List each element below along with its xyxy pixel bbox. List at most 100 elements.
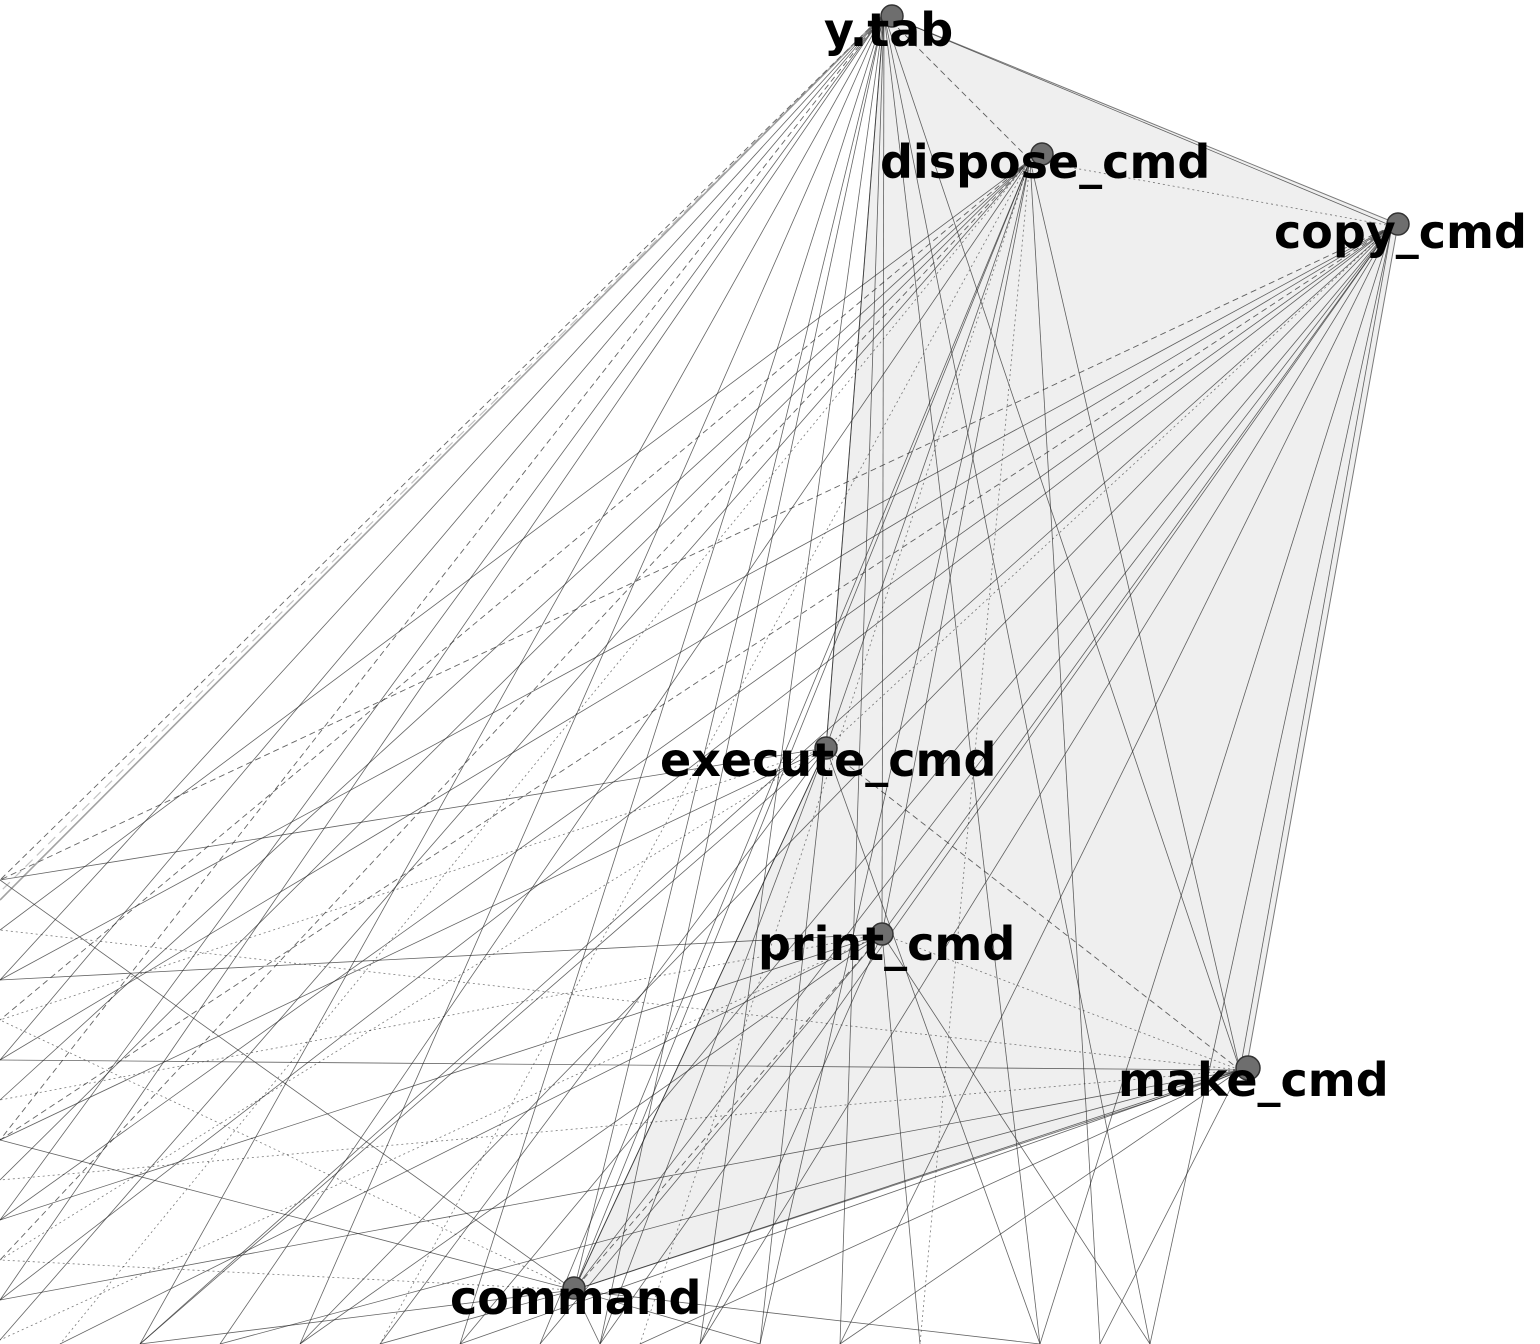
node-dispose-cmd[interactable]: dispose_cmd (880, 135, 1210, 189)
graph-edge (839, 13, 885, 1344)
graph-edge (573, 1289, 761, 1344)
node-print-cmd[interactable]: print_cmd (758, 917, 1015, 971)
graph-edge (0, 747, 827, 1021)
graph-edge (573, 1069, 1241, 1291)
graph-edge (1029, 159, 1101, 1344)
node-make-cmd[interactable]: make_cmd (1118, 1053, 1389, 1107)
graph-edge (839, 1069, 1241, 1344)
graph-edge (0, 159, 1031, 1261)
node-execute-cmd-marker (814, 736, 838, 760)
graph-edge (0, 13, 885, 1061)
graph-edge (379, 159, 1031, 1344)
graph-edge (573, 159, 1031, 1291)
graph-edge (0, 933, 883, 1341)
graph-edge (881, 225, 1393, 935)
graph-edge (379, 1289, 575, 1344)
node-copy-cmd-marker (1386, 212, 1410, 236)
node-copy-cmd[interactable]: copy_cmd (1274, 205, 1527, 259)
graph-edge (0, 13, 885, 901)
node-make-cmd-marker (1235, 1055, 1261, 1081)
graph-edge (883, 13, 1241, 1071)
graph-edge (573, 1289, 601, 1344)
graph-edge (0, 879, 575, 1291)
graph-edge (699, 225, 1393, 1344)
graph-edge (0, 747, 827, 881)
graph-edge (883, 13, 1031, 161)
graph-edge (881, 933, 921, 1344)
node-layer: y.tab dispose_cmd copy_cmd execute_cmd p… (450, 3, 1527, 1325)
graph-edge (881, 159, 1031, 935)
graph-edge (0, 13, 885, 881)
graph-edge (1039, 225, 1393, 1344)
graph-edge (0, 933, 883, 981)
graph-edge (1149, 225, 1393, 1344)
graph-edge (299, 225, 1393, 1344)
node-command-label: command (450, 1271, 701, 1325)
graph-edge (219, 1069, 1241, 1344)
node-copy-cmd-label: copy_cmd (1274, 205, 1527, 259)
graph-edge (459, 1069, 1241, 1344)
graph-edge (0, 225, 1393, 981)
node-ytab[interactable]: y.tab (824, 3, 953, 57)
graph-edge (699, 933, 883, 1344)
graph-edge (825, 747, 1241, 1071)
graph-edge (573, 13, 885, 1291)
node-command[interactable]: command (450, 1271, 701, 1325)
node-command-marker (562, 1276, 586, 1300)
graph-edge (599, 13, 885, 1344)
graph-edge (599, 747, 827, 1344)
graph-edge (839, 225, 1393, 1344)
node-ytab-label: y.tab (824, 3, 953, 57)
graph-edge (0, 1059, 1241, 1071)
graph-edge (0, 1019, 575, 1291)
graph-edge (825, 159, 1031, 749)
graph-edge (0, 159, 1031, 1181)
graph-edge (0, 225, 1393, 1221)
graph-edge (825, 13, 885, 749)
graph-edge (0, 225, 1393, 1061)
graph-edge (825, 747, 1041, 1344)
graph-edge (0, 225, 1393, 881)
graph-edge (759, 747, 827, 1344)
graph-edge (0, 225, 1393, 1301)
graph-edge (0, 1069, 1241, 1301)
node-print-cmd-label: print_cmd (758, 917, 1015, 971)
graph-edge (919, 159, 1031, 1344)
graph-edge (0, 13, 885, 1221)
graph-edge (139, 13, 885, 1344)
graph-edge (0, 747, 827, 1261)
graph-edge (639, 1069, 1241, 1344)
node-print-cmd-marker (870, 922, 894, 946)
graph-edge (0, 159, 1031, 1021)
graph-edge (0, 1259, 575, 1291)
graph-edge (1099, 1069, 1241, 1344)
graph-edge (219, 159, 1031, 1344)
graph-edge (379, 747, 827, 1344)
node-make-cmd-label: make_cmd (1118, 1053, 1389, 1107)
graph-edge (139, 747, 827, 1344)
node-dispose-cmd-marker (1030, 142, 1054, 166)
graph-edge (883, 13, 1393, 227)
graph-edge (59, 933, 883, 1344)
edge-layer (0, 13, 1393, 1344)
graph-edge (0, 13, 885, 981)
graph-edge (1029, 159, 1393, 227)
graph-edge (139, 1289, 575, 1344)
graph-edge (59, 159, 1031, 1344)
graph-edge (573, 933, 883, 1291)
graph-edge (699, 13, 885, 1344)
graph-edge (881, 13, 885, 935)
graph-edge (539, 933, 883, 1344)
node-ytab-marker (880, 4, 904, 28)
graph-edge (0, 159, 1031, 1101)
graph-edge (0, 13, 885, 1141)
graph-edge (0, 159, 1031, 931)
graph-edge (0, 225, 1393, 1141)
graph-edge (539, 159, 1031, 1344)
node-execute-cmd-label: execute_cmd (660, 733, 996, 787)
node-execute-cmd[interactable]: execute_cmd (660, 733, 996, 787)
graph-edge (0, 13, 885, 1301)
graph-edge (0, 159, 1031, 1341)
graph-edge (1029, 159, 1241, 1071)
